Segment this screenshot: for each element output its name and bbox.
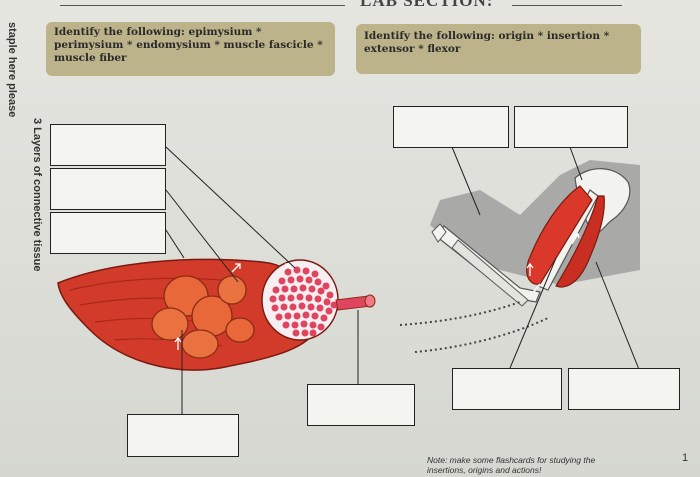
left-banner-line-1: Identify the following: epimysium * (54, 26, 262, 38)
leader-lines (165, 146, 641, 414)
insertion-answer-box[interactable] (514, 106, 628, 148)
fascicle-answer-box[interactable] (127, 414, 239, 457)
staple-note: staple here please (6, 22, 18, 118)
flexor-answer-box[interactable] (452, 368, 562, 410)
lab-section-heading: LAB SECTION: (360, 0, 494, 10)
right-banner-line-2: extensor * flexor (364, 43, 461, 55)
perimysium-answer-box[interactable] (50, 168, 166, 210)
lab-section-underline (512, 5, 622, 6)
note-line-2: insertions, origins and actions! (427, 465, 542, 475)
left-banner-line-2: perimysium * endomysium * muscle fascicl… (54, 39, 323, 51)
right-banner-line-1: Identify the following: origin * inserti… (364, 30, 610, 42)
flashcard-note: Note: make some flashcards for studying … (427, 455, 595, 475)
endomysium-answer-box[interactable] (50, 212, 166, 254)
right-instruction-banner: Identify the following: origin * inserti… (356, 24, 641, 74)
page-number: 1 (682, 452, 689, 464)
epimysium-answer-box[interactable] (50, 124, 166, 166)
left-banner-line-3: muscle fiber (54, 52, 127, 64)
left-instruction-banner: Identify the following: epimysium * peri… (46, 22, 335, 76)
muscle-illustration (57, 258, 376, 371)
note-line-1: Note: make some flashcards for studying … (427, 455, 596, 465)
arm-illustration (399, 160, 640, 353)
muscle-fiber-answer-box[interactable] (307, 384, 415, 426)
connective-tissue-label: 3 Layers of connective tissue (31, 118, 43, 272)
extensor-answer-box[interactable] (568, 368, 680, 410)
name-underline (60, 5, 345, 6)
origin-answer-box[interactable] (393, 106, 509, 148)
